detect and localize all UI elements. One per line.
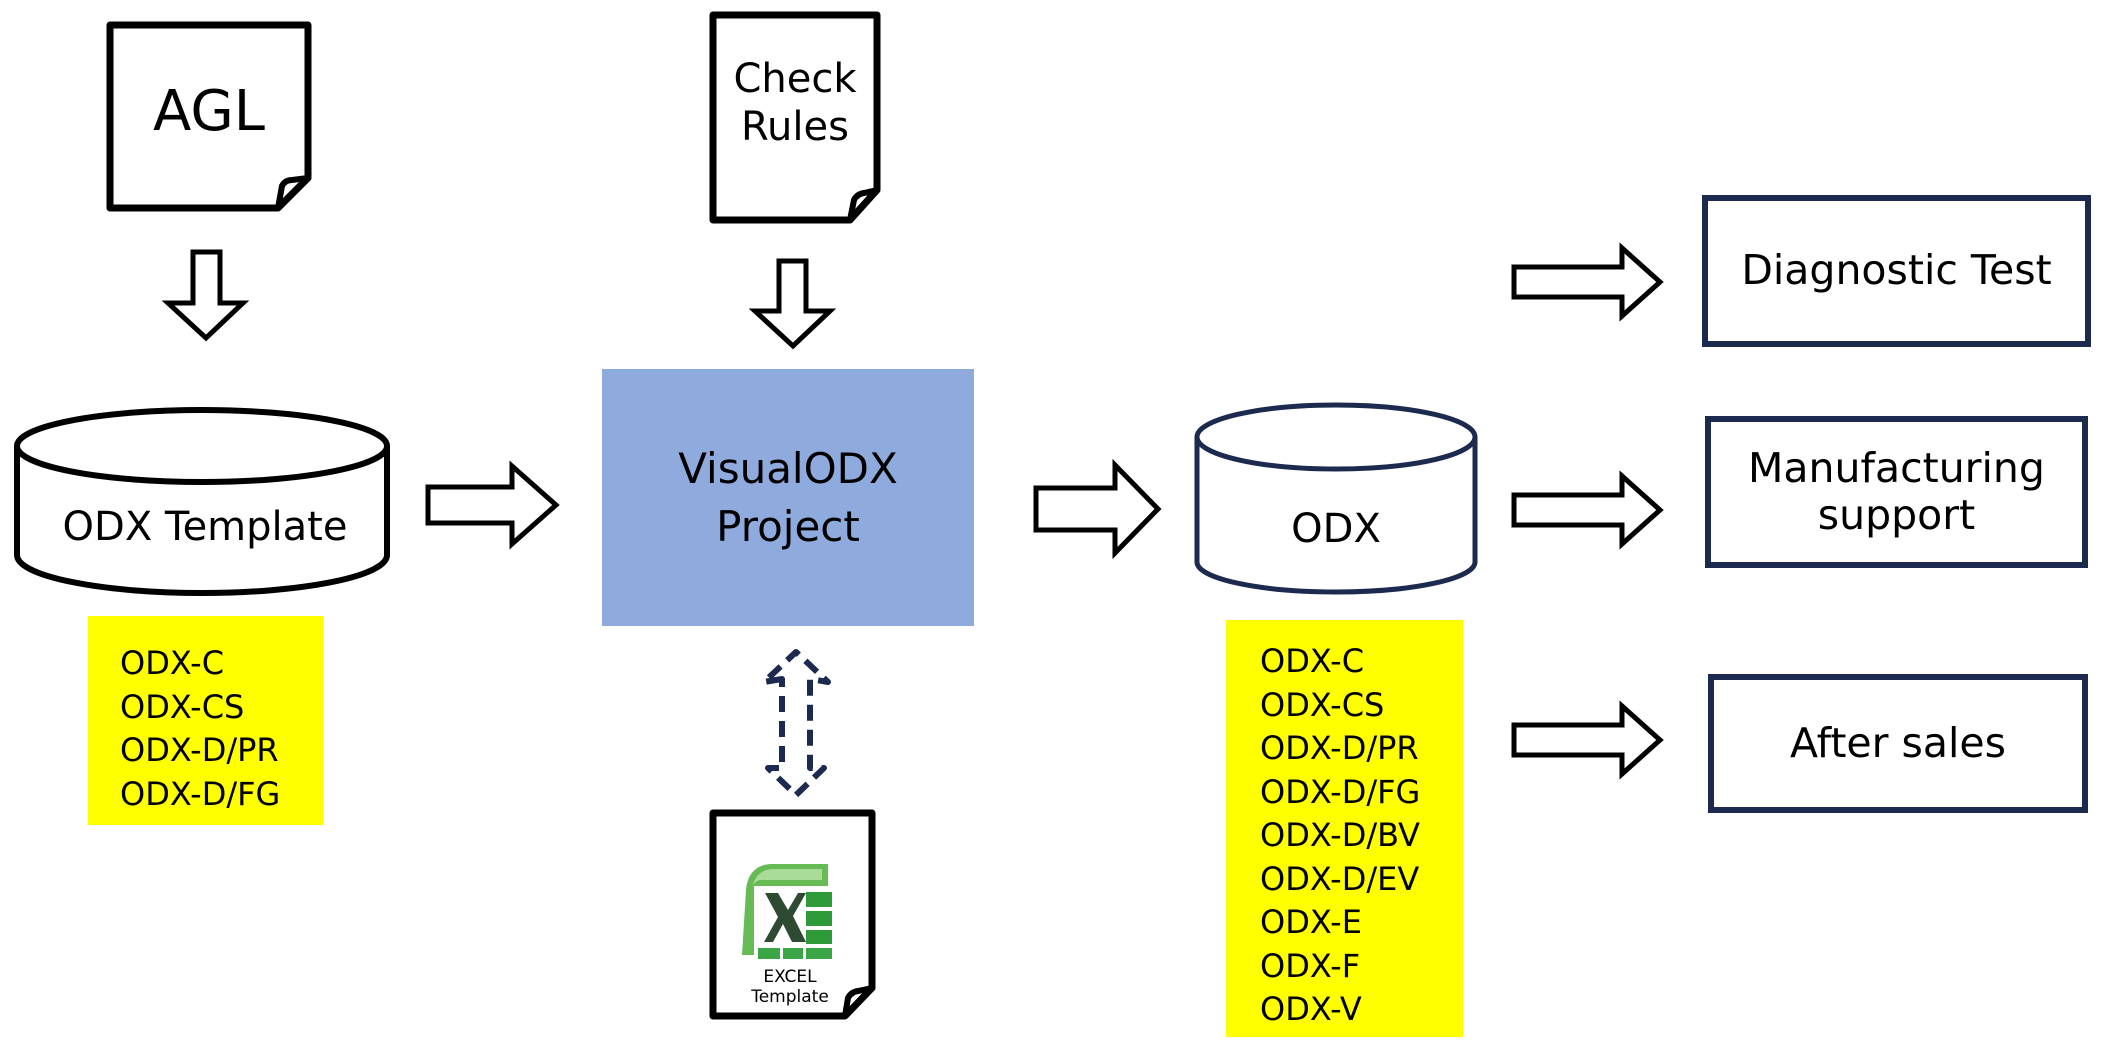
format-item: ODX-D/PR <box>1260 729 1419 767</box>
format-item: ODX-D/BV <box>1260 816 1420 854</box>
odx-template-formats-list: ODX-C ODX-CS ODX-D/PR ODX-D/FG <box>88 616 323 825</box>
odx-template-database-icon <box>14 407 390 596</box>
bidirectional-dashed-arrow-icon <box>761 649 831 798</box>
check-rules-document-icon <box>709 11 881 224</box>
format-item: ODX-E <box>1260 903 1362 941</box>
agl-document-label: AGL <box>153 79 265 145</box>
odx-label: ODX <box>1291 506 1381 553</box>
after-sales-box: After sales <box>1708 674 2088 813</box>
format-item: ODX-C <box>1260 642 1365 680</box>
arrow-down-icon <box>161 249 250 342</box>
arrow-right-icon <box>1511 470 1664 550</box>
format-item: ODX-D/FG <box>1260 772 1421 811</box>
excel-template-label: EXCEL Template <box>751 966 829 1007</box>
format-item: ODX-F <box>1260 946 1361 985</box>
arrow-right-icon <box>425 460 560 550</box>
format-item: ODX-CS <box>120 687 245 726</box>
format-item: ODX-CS <box>1260 685 1385 724</box>
agl-document-icon <box>106 21 312 212</box>
odx-template-label: ODX Template <box>62 504 348 551</box>
arrow-right-icon <box>1033 458 1162 560</box>
arrow-right-icon <box>1511 700 1664 780</box>
visualodx-project-box: VisualODX Project <box>602 369 974 626</box>
manufacturing-support-box: Manufacturing support <box>1705 416 2088 568</box>
odx-output-formats-list: ODX-C ODX-CS ODX-D/PR ODX-D/FG ODX-D/BV … <box>1226 620 1463 1037</box>
format-item: ODX-C <box>120 644 225 682</box>
excel-logo-icon <box>742 864 834 960</box>
arrow-right-icon <box>1511 242 1664 322</box>
format-item: ODX-D/PR <box>120 731 279 769</box>
format-item: ODX-D/FG <box>120 774 281 813</box>
format-item: ODX-D/EV <box>1260 859 1420 898</box>
format-item: ODX-V <box>1260 990 1362 1028</box>
arrow-down-icon <box>748 258 837 350</box>
odx-database-icon <box>1194 402 1478 595</box>
diagnostic-test-box: Diagnostic Test <box>1702 195 2091 347</box>
check-rules-document-label: Check Rules <box>733 56 857 150</box>
